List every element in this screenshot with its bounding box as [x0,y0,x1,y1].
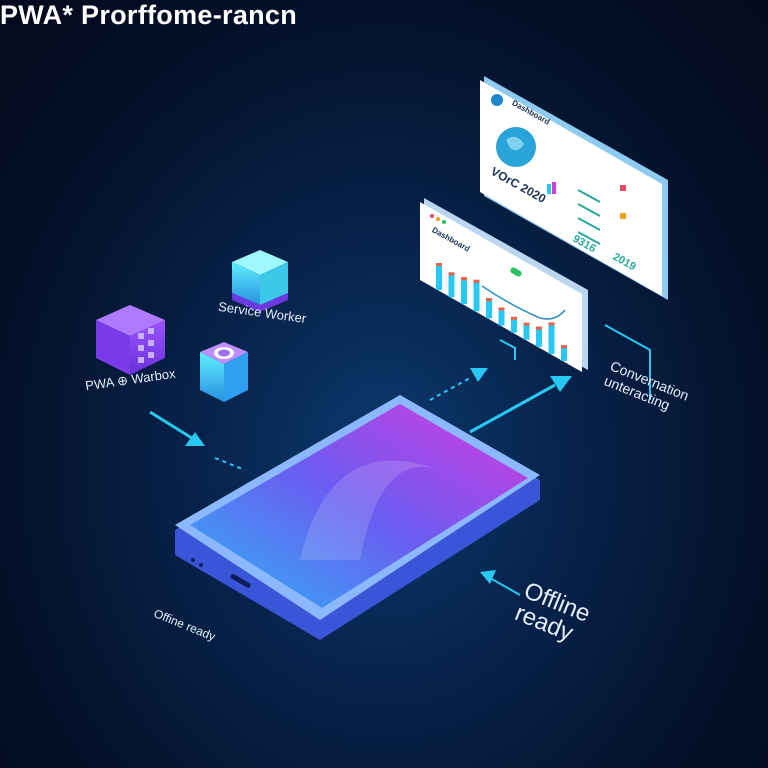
chart-bar [473,279,480,312]
page-title: PWA* Prorffome-rancn [0,0,298,30]
chart-bar-cap [511,316,517,320]
storage-cube-icon [200,342,248,402]
chart-bar [523,322,530,340]
chart-bars [436,263,567,361]
chart-bar [511,316,517,333]
chart-bar [548,322,555,354]
chart-bar-cap [473,279,480,283]
chart-bar-cap [436,263,442,266]
dashboard-top-panel [480,76,668,300]
chart-bar [436,263,442,290]
phone [175,395,540,640]
chart-bar [486,298,492,319]
chart-bar [536,326,542,347]
chart-bar-cap [461,277,467,281]
chart-bar-cap [523,322,530,326]
chart-bar [461,277,467,305]
chart-bar-cap [486,298,492,302]
chart-bar [448,272,455,298]
flow-arrows [149,324,651,596]
workbox-cube-icon [96,305,165,375]
chart-bar [498,307,505,326]
chart-bar-cap [498,307,505,311]
chart-bar [561,345,567,361]
chart-bar-cap [548,322,555,326]
service-worker-cube-icon [232,250,288,312]
chart-bar-cap [448,272,455,276]
chart-bar-cap [561,345,567,349]
app-logo-icon [491,94,503,106]
chart-bar-cap [536,326,542,330]
dashboard-chart-panel [420,198,588,372]
